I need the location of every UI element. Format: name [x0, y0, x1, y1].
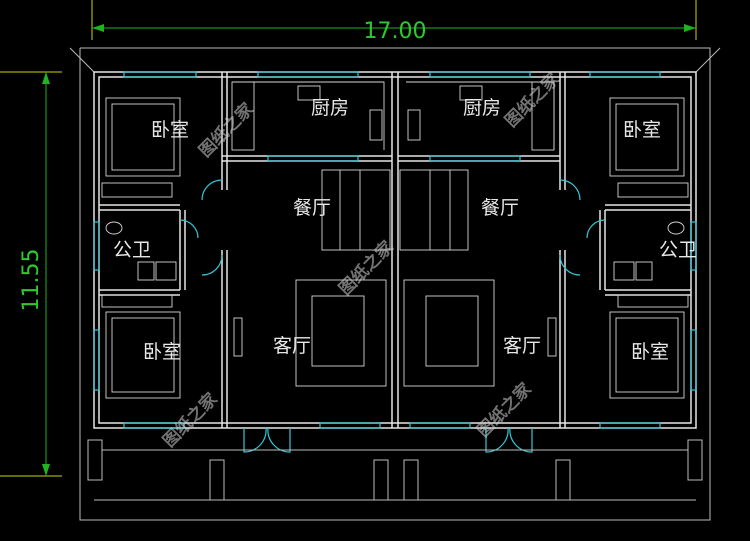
room-label-dining-left: 餐厅 [293, 197, 331, 219]
room-label-bedroom-top-right: 卧室 [623, 119, 661, 141]
door-swings [179, 179, 606, 453]
room-label-living-left: 客厅 [273, 335, 311, 357]
interior-walls [99, 72, 691, 428]
roof-outline [69, 47, 721, 521]
room-label-living-right: 客厅 [503, 335, 541, 357]
tv-units [233, 317, 557, 357]
living-sofas [295, 279, 495, 387]
beds [105, 97, 685, 399]
porch-columns [87, 439, 703, 501]
wardrobes [101, 182, 689, 308]
windows [93, 71, 697, 429]
height-dimension: 11.55 [0, 71, 62, 477]
room-label-kitchen-left: 厨房 [311, 97, 349, 119]
room-label-bedroom-top-left: 卧室 [151, 119, 189, 141]
watermark: 图纸之家 [195, 99, 258, 162]
room-label-bedroom-bottom-right: 卧室 [631, 341, 669, 363]
watermark: 图纸之家 [335, 237, 398, 300]
dining-tables [321, 169, 469, 251]
room-label-bathroom-left: 公卫 [113, 239, 151, 261]
room-label-bedroom-bottom-left: 卧室 [143, 341, 181, 363]
kitchen-counters [231, 81, 555, 151]
width-dimension-label: 17.00 [364, 19, 427, 44]
height-dimension-label: 11.55 [19, 249, 44, 312]
room-label-kitchen-right: 厨房 [463, 97, 501, 119]
room-label-dining-right: 餐厅 [481, 197, 519, 219]
bathroom-fixtures [105, 221, 685, 281]
watermark: 图纸之家 [473, 379, 536, 442]
room-label-bathroom-right: 公卫 [659, 239, 697, 261]
width-dimension: 17.00 [91, 0, 697, 44]
